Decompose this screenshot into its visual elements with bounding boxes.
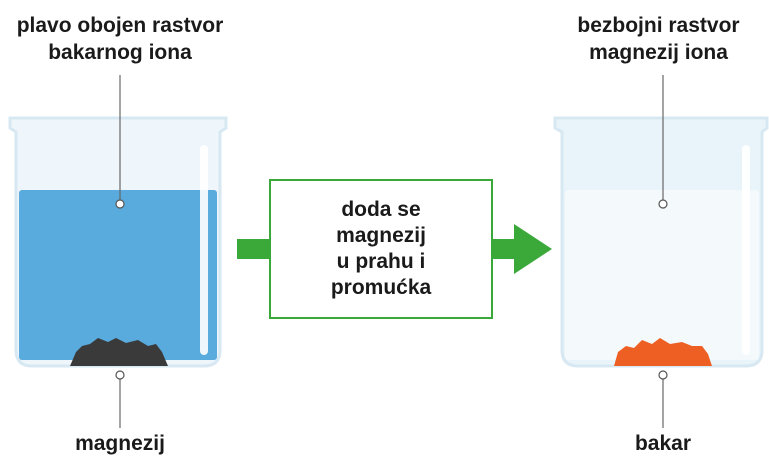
- left-bottom-label: magnezij: [75, 432, 165, 455]
- process-description: doda se magnezij u prahu i promućka: [270, 180, 492, 318]
- left-beaker-highlight: [200, 145, 208, 355]
- left-top-pointer-dot: [115, 199, 125, 209]
- copper-deposit: [614, 338, 712, 366]
- right-top-label-line2: magnezij iona: [589, 41, 728, 64]
- process-line1: doda se: [341, 198, 421, 221]
- right-beaker-highlight: [742, 145, 750, 355]
- process-line4: promućka: [330, 276, 432, 299]
- right-top-pointer-dot: [658, 199, 668, 209]
- magnesium-powder: [70, 338, 168, 366]
- right-beaker: [553, 116, 769, 368]
- left-top-label: plavo obojen rastvor bakarnog iona: [0, 12, 240, 66]
- left-beaker: [8, 116, 228, 368]
- left-top-label-line1: plavo obojen rastvor: [16, 14, 224, 37]
- right-top-label-line1: bezbojni rastvor: [577, 14, 740, 37]
- right-bottom-label: bakar: [634, 432, 692, 455]
- left-top-label-line2: bakarnog iona: [48, 41, 192, 64]
- arrow-tail: [237, 239, 270, 259]
- right-bottom-pointer-dot: [658, 370, 668, 380]
- colorless-solution: [565, 190, 759, 360]
- process-line2: magnezij: [336, 224, 426, 247]
- process-box: [269, 179, 493, 319]
- left-bottom-pointer-dot: [115, 370, 125, 380]
- blue-solution: [19, 190, 217, 360]
- arrow-head: [514, 224, 552, 274]
- process-line3: u prahu i: [336, 250, 426, 273]
- arrow-shaft: [492, 239, 516, 259]
- right-top-label: bezbojni rastvor magnezij iona: [548, 12, 769, 66]
